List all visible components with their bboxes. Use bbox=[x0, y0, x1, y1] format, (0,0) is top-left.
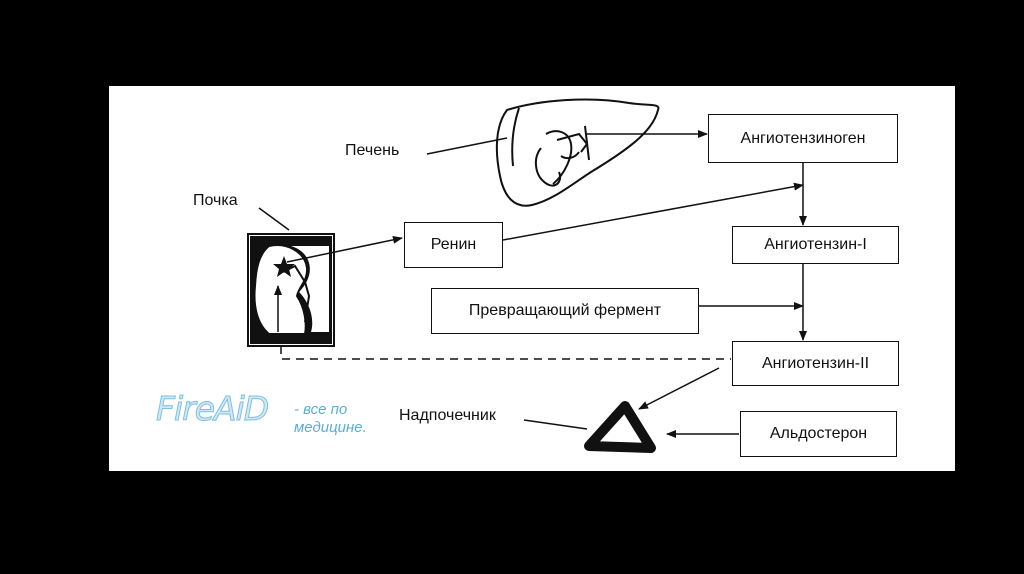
node-angiotensinogen: Ангиотензиноген bbox=[708, 114, 898, 163]
watermark-tagline-2: медицине. bbox=[294, 419, 367, 436]
arrow-kidney-to-renin bbox=[286, 235, 403, 263]
kidney-illustration bbox=[247, 233, 335, 347]
feedback-dashed-line bbox=[280, 346, 731, 360]
watermark-tagline-1: - все по bbox=[294, 401, 348, 418]
adrenal-illustration bbox=[584, 401, 656, 453]
adrenal-label: Надпочечник bbox=[399, 407, 496, 424]
liver-leader-line bbox=[426, 137, 508, 155]
arrow-angiotensin-2-to-adrenal bbox=[638, 367, 720, 410]
liver-label: Печень bbox=[345, 142, 400, 159]
arrow-renin-to-main bbox=[502, 182, 804, 241]
node-renin: Ренин bbox=[404, 222, 503, 268]
liver-illustration bbox=[495, 98, 660, 207]
node-converting-enzyme: Превращающий фермент bbox=[431, 288, 699, 334]
adrenal-leader-line bbox=[523, 419, 588, 430]
node-aldosterone: Альдостерон bbox=[740, 411, 897, 457]
diagram-panel: Печень Почка Надпочечник Ангиотензиноген… bbox=[109, 86, 955, 471]
diagram-drawing bbox=[247, 98, 807, 453]
watermark-logo: FireAiD bbox=[155, 389, 269, 429]
node-angiotensin-1: Ангиотензин-I bbox=[732, 226, 899, 264]
kidney-label: Почка bbox=[193, 192, 238, 209]
node-angiotensin-2: Ангиотензин-II bbox=[732, 341, 899, 386]
kidney-leader-line bbox=[258, 207, 290, 231]
